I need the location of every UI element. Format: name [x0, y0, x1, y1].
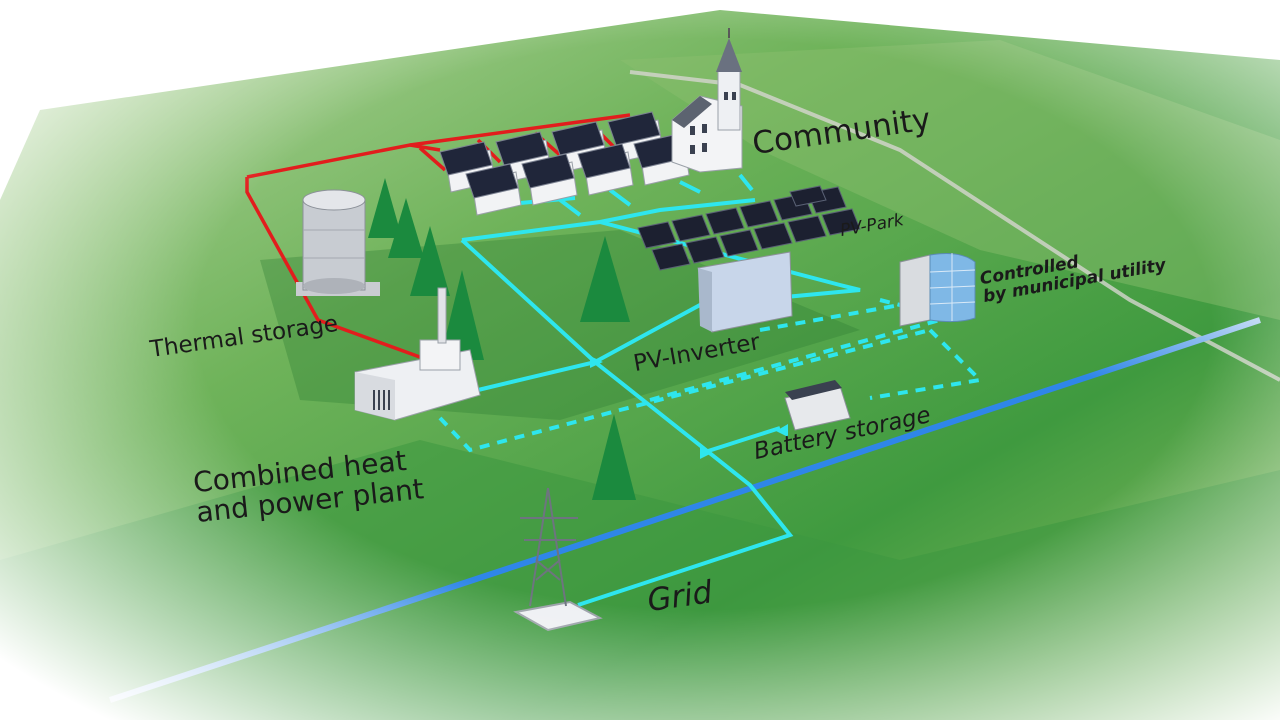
edge-vignette [0, 0, 1280, 720]
landscape-scene [0, 0, 1280, 720]
virtual-power-plant-diagram: Community PV-Park Controlled by municipa… [0, 0, 1280, 720]
